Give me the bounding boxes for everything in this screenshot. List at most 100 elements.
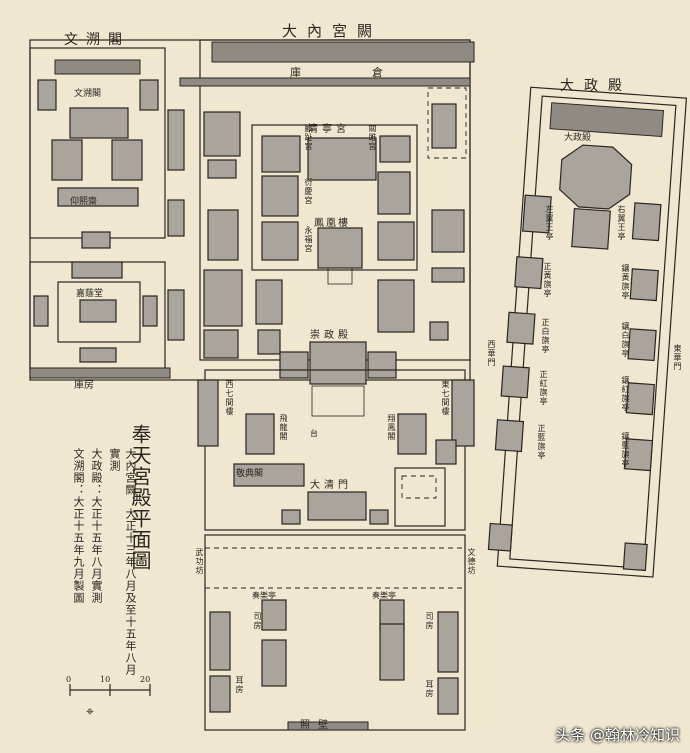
fenghuang-tower bbox=[317, 227, 363, 269]
east-dashed-building bbox=[427, 87, 467, 159]
side-strip-2 bbox=[167, 199, 185, 237]
wensu-back-building bbox=[54, 59, 141, 75]
label-cang: 倉 bbox=[372, 65, 383, 79]
label-xianghuang: 鑲黃旗亭 bbox=[621, 264, 630, 300]
jiayin-back bbox=[71, 261, 123, 279]
label-erfang-w: 耳房 bbox=[235, 676, 244, 694]
label-erfang-e: 耳房 bbox=[425, 680, 434, 698]
west-wing-b bbox=[257, 329, 281, 355]
pavilion-e2 bbox=[629, 268, 659, 302]
label-xiangbai: 鑲白旗亭 bbox=[621, 322, 630, 358]
pavilion-w2 bbox=[514, 256, 544, 290]
guanju-palace bbox=[379, 135, 411, 163]
west-room-c bbox=[207, 209, 239, 261]
label-zhenghong: 正紅旗亭 bbox=[539, 370, 548, 406]
front-pavilion-w bbox=[261, 599, 287, 631]
side-strip-1 bbox=[167, 109, 185, 171]
feilong-pavilion bbox=[245, 413, 275, 455]
west-wing-a bbox=[255, 279, 283, 325]
wensu-hall bbox=[69, 107, 129, 139]
scale-label-10: 10 bbox=[100, 675, 110, 684]
label-wude: 武功坊 bbox=[195, 548, 204, 575]
jiayin-courtyard bbox=[57, 281, 141, 343]
front-west-room-2 bbox=[209, 675, 231, 713]
linzhi-palace bbox=[261, 135, 301, 173]
yongfu-palace bbox=[261, 221, 299, 261]
daqing-gate bbox=[307, 491, 367, 521]
gate-small-w bbox=[281, 509, 301, 525]
jiayin-front bbox=[79, 347, 117, 363]
label-zhaobi: 照壁 bbox=[300, 718, 336, 731]
label-xi-qilou: 西七間樓 bbox=[225, 380, 234, 416]
gate-small-e bbox=[369, 509, 389, 525]
label-kuyard: 庫房 bbox=[74, 378, 94, 391]
label-dongmen: 東華門 bbox=[673, 344, 682, 371]
yanqing-palace bbox=[261, 175, 299, 217]
west-building-lower bbox=[233, 463, 305, 487]
chongzheng-hall bbox=[309, 341, 367, 385]
east-room-i bbox=[429, 321, 449, 341]
label-yongfu: 永福宮 bbox=[304, 226, 313, 253]
map-note-3: 文溯閣：大正十五年九月製圖 bbox=[72, 448, 85, 604]
east-room-g bbox=[431, 267, 465, 283]
west-room-a bbox=[203, 111, 241, 157]
label-zhengbai: 正白旗亭 bbox=[541, 318, 550, 354]
wensu-front-building bbox=[57, 187, 139, 207]
label-daqing: 大清門 bbox=[310, 478, 352, 491]
label-zuoyi: 左翼王亭 bbox=[545, 205, 554, 241]
dazheng-octagon bbox=[559, 144, 633, 210]
wensu-side-right bbox=[111, 139, 143, 181]
xiangfeng-pavilion bbox=[397, 413, 427, 455]
label-yanqing: 衍慶宮 bbox=[304, 178, 313, 205]
side-strip-3 bbox=[167, 289, 185, 341]
east-palace-2 bbox=[377, 221, 415, 261]
east-pavilion bbox=[431, 103, 457, 149]
pavilion-w3 bbox=[506, 311, 536, 345]
pavilion-e1 bbox=[631, 202, 662, 242]
dazheng-compound bbox=[487, 86, 688, 578]
label-sifang-w: 司房 bbox=[253, 612, 262, 630]
label-wenhua: 文德坊 bbox=[467, 548, 476, 575]
front-east-room-3 bbox=[437, 677, 459, 715]
west-room-d bbox=[203, 269, 243, 327]
label-sifang-e: 司房 bbox=[425, 612, 434, 630]
wensu-compound bbox=[29, 47, 166, 239]
east-room-f bbox=[431, 209, 465, 253]
map-note-2: 大政殿：大正十五年八月實測 bbox=[90, 448, 103, 604]
wensu-side-left bbox=[51, 139, 83, 181]
west-seven-hall bbox=[197, 379, 219, 447]
jiayin-west bbox=[33, 295, 49, 327]
east-gate-compound bbox=[394, 467, 446, 527]
label-zouyue-e: 奏樂亭 bbox=[372, 590, 396, 600]
label-zouyue-w: 奏樂亭 bbox=[252, 590, 276, 600]
label-dazheng-hall: 大政殿 bbox=[564, 131, 591, 143]
east-side-palace bbox=[377, 171, 411, 215]
pavilion-w1 bbox=[522, 194, 552, 234]
front-square bbox=[204, 534, 466, 731]
storehouse-bar-top bbox=[211, 41, 475, 63]
xi-corridor-bar bbox=[29, 367, 171, 379]
qingning-compound bbox=[251, 124, 418, 271]
east-seven-hall bbox=[451, 379, 475, 447]
front-west-room-3 bbox=[261, 639, 287, 687]
label-zhenglan: 正藍旗亭 bbox=[537, 424, 546, 460]
chongzheng-platform bbox=[311, 385, 365, 417]
west-room-b bbox=[207, 159, 237, 179]
pavilion-e4 bbox=[625, 382, 655, 416]
pavilion-w5 bbox=[494, 419, 525, 453]
daqing-courtyard bbox=[204, 369, 466, 531]
jiayin-stage bbox=[79, 299, 117, 323]
zone-label-inner-palace: 大內宮闕 bbox=[282, 22, 382, 40]
pavilion-w4 bbox=[500, 365, 530, 399]
label-jingji: 敬典閣 bbox=[236, 467, 263, 479]
label-linzhi: 麟趾宮 bbox=[304, 124, 313, 151]
music-pavilion-e bbox=[622, 542, 648, 572]
front-west-room-1 bbox=[209, 611, 231, 671]
label-wensu-hall: 文溯閣 bbox=[74, 87, 101, 99]
label-xianglan: 鑲藍旗亭 bbox=[621, 432, 630, 468]
label-jiayin: 嘉蔭堂 bbox=[76, 287, 103, 299]
scale-label-0: 0 bbox=[66, 675, 71, 684]
map-note-1: 大內宮闕：大正十三年八月及至十五年八月實測 bbox=[108, 448, 137, 676]
dazheng-back-building bbox=[549, 102, 665, 138]
